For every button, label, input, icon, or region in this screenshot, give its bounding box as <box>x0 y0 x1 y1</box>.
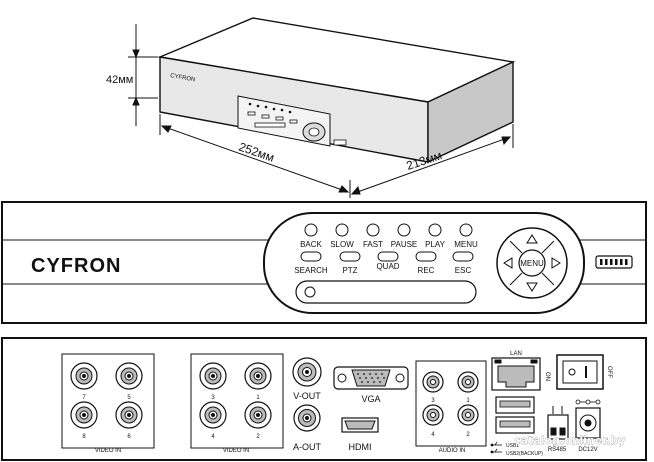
dc-power-jack[interactable] <box>575 407 601 439</box>
width-label: 252мм <box>237 140 276 165</box>
bnc-connector[interactable] <box>244 362 272 390</box>
port-number: 7 <box>82 395 86 401</box>
rec-button[interactable] <box>415 251 437 262</box>
port-number: 2 <box>256 434 260 440</box>
rec-label: REC <box>418 266 435 275</box>
fast-label: FAST <box>363 240 383 249</box>
rs485-terminal[interactable] <box>547 406 569 440</box>
port-number: 3 <box>431 398 435 404</box>
dpad-right-arrow-icon[interactable] <box>551 257 561 269</box>
switch-on-label: ON <box>544 372 550 381</box>
quad-label: QUAD <box>376 262 399 271</box>
quad-button[interactable] <box>377 251 399 262</box>
dpad-left-arrow-icon[interactable] <box>503 257 513 269</box>
usb1-port[interactable] <box>495 396 535 414</box>
rca-connector[interactable] <box>422 404 444 426</box>
vga-connector[interactable] <box>333 366 409 390</box>
port-number: 1 <box>256 395 260 401</box>
audio-in-connectors <box>422 371 479 426</box>
usb-icon <box>490 441 502 454</box>
rs485-label: RS485 <box>548 447 567 453</box>
bnc-connector[interactable] <box>244 401 272 429</box>
usb2-port[interactable] <box>495 416 535 434</box>
fast-button[interactable] <box>366 223 380 237</box>
port-number: 8 <box>82 434 86 440</box>
audio-in-label: AUDIO IN <box>439 448 466 454</box>
esc-button[interactable] <box>452 251 474 262</box>
front-slot <box>295 280 477 304</box>
bnc-connector[interactable] <box>70 401 98 429</box>
port-number: 2 <box>466 432 470 438</box>
power-switch[interactable] <box>556 354 604 390</box>
usb2-label: USB2(BACKUP) <box>506 451 543 457</box>
pause-label: PAUSE <box>391 240 418 249</box>
dpad-center-label: MENU <box>520 259 544 268</box>
port-number: 4 <box>431 432 435 438</box>
rca-connector[interactable] <box>422 371 444 393</box>
ptz-button[interactable] <box>339 251 361 262</box>
play-button[interactable] <box>428 223 442 237</box>
vga-label: VGA <box>361 394 380 404</box>
height-label: 42мм <box>106 74 133 86</box>
back-label: BACK <box>300 240 322 249</box>
dc-label: DC12V <box>578 447 597 453</box>
pause-button[interactable] <box>397 223 411 237</box>
port-number: 4 <box>211 434 215 440</box>
hdmi-connector[interactable] <box>341 417 379 433</box>
vout-label: V-OUT <box>293 391 321 401</box>
search-label: SEARCH <box>294 266 328 275</box>
bnc-connector[interactable] <box>115 362 143 390</box>
width-dimension <box>159 114 351 198</box>
led-indicators <box>600 259 628 265</box>
vout-connector[interactable] <box>292 357 322 387</box>
rca-connector[interactable] <box>457 404 479 426</box>
dc-polarity-icon <box>575 399 601 405</box>
video-in-a-connectors <box>70 362 143 429</box>
video-in-a-label: VIDEO IN <box>95 448 121 454</box>
isometric-view <box>157 17 516 164</box>
usb1-label: USB1 <box>506 443 519 449</box>
front-buttons-bottom <box>300 251 474 262</box>
lan-port[interactable] <box>491 357 541 391</box>
port-number: 6 <box>127 434 131 440</box>
dpad[interactable] <box>496 227 568 299</box>
menu-button[interactable] <box>459 223 473 237</box>
video-in-b-connectors <box>199 362 272 429</box>
port-number: 5 <box>127 395 131 401</box>
lan-label: LAN <box>510 351 522 357</box>
rca-connector[interactable] <box>457 371 479 393</box>
ptz-label: PTZ <box>342 266 357 275</box>
back-button[interactable] <box>304 223 318 237</box>
bnc-connector[interactable] <box>199 401 227 429</box>
hdmi-label: HDMI <box>349 442 372 452</box>
bnc-connector[interactable] <box>70 362 98 390</box>
depth-dimension <box>350 124 514 195</box>
watermark: catalog.onliner.by <box>514 434 625 447</box>
switch-off-label: OFF <box>606 366 612 378</box>
isometric-brand: CYFRON <box>170 73 196 83</box>
bnc-connector[interactable] <box>115 401 143 429</box>
esc-label: ESC <box>455 266 472 275</box>
port-number: 3 <box>211 395 215 401</box>
play-label: PLAY <box>425 240 446 249</box>
video-in-b-label: VIDEO IN <box>223 448 249 454</box>
aout-label: A-OUT <box>293 442 322 452</box>
front-brand-logo: CYFRON <box>31 255 121 277</box>
search-button[interactable] <box>300 251 322 262</box>
menu-label: MENU <box>454 240 478 249</box>
front-buttons-top <box>304 223 473 237</box>
front-slot-button[interactable] <box>304 286 316 298</box>
port-number: 1 <box>466 398 470 404</box>
dpad-up-arrow-icon[interactable] <box>526 234 538 244</box>
usb-ports <box>495 396 535 434</box>
slow-button[interactable] <box>335 223 349 237</box>
dpad-down-arrow-icon[interactable] <box>526 282 538 292</box>
aout-connector[interactable] <box>293 404 321 432</box>
height-dimension <box>128 24 158 126</box>
bnc-connector[interactable] <box>199 362 227 390</box>
slow-label: SLOW <box>330 240 354 249</box>
